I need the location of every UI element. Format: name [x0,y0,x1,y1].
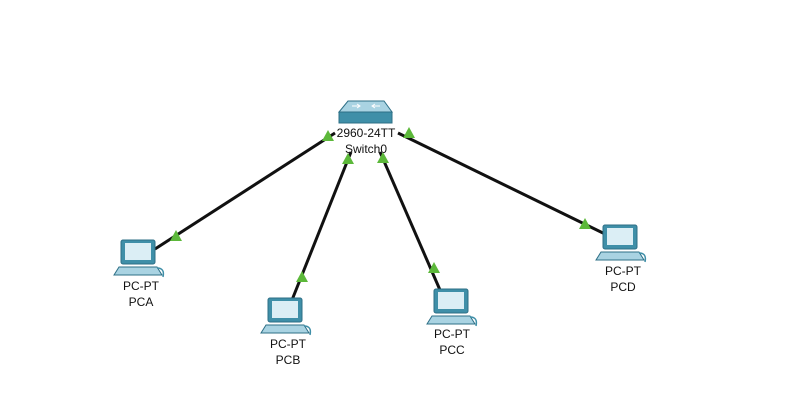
pc-device-pcd[interactable]: PC-PT PCD [595,224,647,294]
pca-model-label: PC-PT [123,279,160,293]
switch-name-label: Switch0 [345,142,387,156]
link-up-indicator [322,130,334,141]
cable-switch-pcd[interactable] [397,131,606,236]
pc-device-pcc[interactable]: PC-PT PCC [426,288,478,357]
switch-device[interactable]: 2960-24TT Switch0 [337,100,396,156]
pcc-model-label: PC-PT [434,327,471,341]
pc-icon [595,224,647,263]
link-up-indicator [342,153,354,164]
pca-name-label: PCA [129,295,154,309]
pc-icon [113,239,165,278]
link-up-indicator [403,127,415,138]
pcd-name-label: PCD [610,280,636,294]
pc-icon [426,288,478,327]
link-lights [170,127,591,282]
pcc-name-label: PCC [439,343,465,357]
pcd-model-label: PC-PT [605,264,642,278]
cable-switch-pcc[interactable] [378,151,442,291]
switch-model-label: 2960-24TT [337,126,396,140]
link-up-indicator [296,271,308,282]
link-up-indicator [579,218,591,229]
link-up-indicator [170,230,182,241]
cable-switch-pca[interactable] [154,131,336,251]
pc-device-pcb[interactable]: PC-PT PCB [260,297,312,367]
pcb-name-label: PCB [276,353,301,367]
link-up-indicator [377,152,389,163]
switch-icon [337,100,393,124]
pc-device-pca[interactable]: PC-PT PCA [113,239,165,309]
link-up-indicator [428,262,440,273]
pc-icon [260,297,312,336]
pcb-model-label: PC-PT [270,337,307,351]
